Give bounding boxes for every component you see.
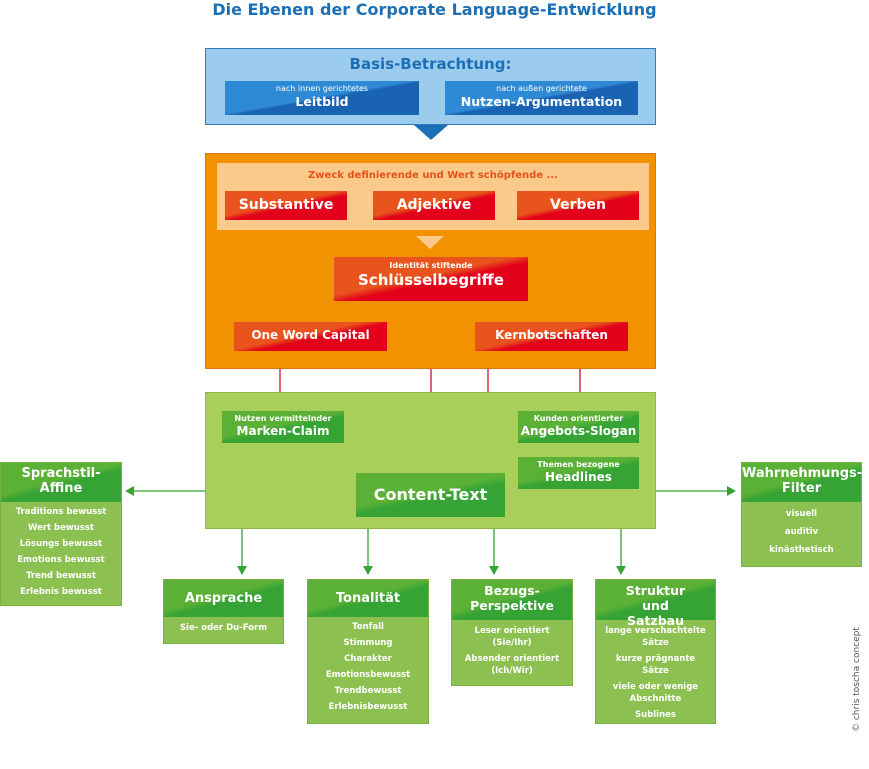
list-item: Sublines: [635, 710, 676, 720]
angebots-slogan-box: Kunden orientierter Angebots-Slogan: [518, 411, 639, 443]
one-word-capital-box: One Word Capital: [234, 322, 387, 351]
schluesselbegriffe-subtitle: Identität stiftende: [389, 261, 473, 270]
wahrnehmungs-filter-card: Wahrnehmungs-Filter visuell auditiv kinä…: [741, 462, 862, 567]
sprachstil-title: Sprachstil-Affine: [1, 463, 121, 502]
list-item: Leser orientiert (Sie/Ihr): [474, 626, 550, 648]
list-item: Traditions bewusst: [15, 507, 107, 517]
kernbotschaften-box: Kernbotschaften: [475, 322, 628, 351]
list-item: viele oder wenige Abschnitte: [612, 682, 699, 704]
nutzen-subtitle: nach außen gerichtete: [496, 84, 587, 93]
down-triangle-icon: [416, 236, 444, 249]
struktur-satzbau-title: Struktur und Satzbau: [596, 580, 715, 628]
bezugs-perspektive-items: Leser orientiert (Sie/Ihr) Absender orie…: [452, 620, 572, 679]
struktur-satzbau-card: Struktur und Satzbau lange verschachtelt…: [595, 579, 716, 724]
list-item: Charakter: [344, 654, 392, 664]
list-item: Trendbewusst: [334, 686, 402, 696]
headlines-subtitle: Themen bezogene: [537, 460, 620, 469]
sprachstil-items: Traditions bewusst Wert bewusst Lösungs …: [1, 502, 121, 600]
marken-claim-label: Marken-Claim: [236, 424, 330, 438]
struktur-satzbau-items: lange verschachtelte Sätze kurze prägnan…: [596, 620, 715, 723]
list-item: Tonfall: [352, 622, 384, 632]
verben-box: Verben: [517, 191, 639, 220]
sprachstil-card: Sprachstil-Affine Traditions bewusst Wer…: [0, 462, 122, 606]
diagram-title: Die Ebenen der Corporate Language-Entwic…: [212, 0, 657, 19]
marken-claim-box: Nutzen vermittelnder Marken-Claim: [222, 411, 344, 443]
list-item: Wert bewusst: [28, 523, 94, 533]
list-item: Emotions bewusst: [17, 555, 105, 565]
ansprache-items: Sie- oder Du-Form: [164, 617, 283, 636]
down-triangle-icon: [414, 125, 448, 140]
list-item: Erlebnisbewusst: [328, 702, 408, 712]
leitbild-subtitle: nach innen gerichtetes: [275, 84, 369, 93]
tonalitaet-card: Tonalität Tonfall Stimmung Charakter Emo…: [307, 579, 429, 724]
list-item: Erlebnis bewusst: [20, 587, 102, 597]
list-item: kurze prägnante Sätze: [615, 654, 696, 676]
list-item: Absender orientiert (Ich/Wir): [464, 654, 560, 676]
headlines-label: Headlines: [545, 470, 612, 484]
list-item: Trend bewusst: [26, 571, 96, 581]
adjektive-box: Adjektive: [373, 191, 495, 220]
schluesselbegriffe-label: Schlüsselbegriffe: [358, 271, 504, 289]
list-item: Sie- oder Du-Form: [179, 623, 268, 633]
nutzen-label: Nutzen-Argumentation: [460, 94, 623, 109]
leitbild-box: nach innen gerichtetes Leitbild: [225, 81, 419, 115]
list-item: auditiv: [784, 527, 819, 537]
leitbild-label: Leitbild: [295, 94, 349, 109]
bezugs-perspektive-title: Bezugs-Perspektive: [452, 580, 572, 620]
headlines-box: Themen bezogene Headlines: [518, 457, 639, 489]
schluesselbegriffe-box: Identität stiftende Schlüsselbegriffe: [334, 257, 528, 301]
credit-text: © chris toscha concept: [852, 627, 862, 732]
angebots-slogan-label: Angebots-Slogan: [520, 424, 637, 438]
list-item: Stimmung: [343, 638, 393, 648]
list-item: Lösungs bewusst: [19, 539, 103, 549]
list-item: Emotionsbewusst: [325, 670, 411, 680]
wahrnehmungs-filter-title: Wahrnehmungs-Filter: [742, 463, 862, 502]
bezugs-perspektive-card: Bezugs-Perspektive Leser orientiert (Sie…: [451, 579, 573, 686]
basis-heading: Basis-Betrachtung:: [349, 55, 512, 73]
list-item: visuell: [785, 509, 818, 519]
green-arrows: [132, 490, 728, 566]
word-types-heading: Zweck definierende und Wert schöpfende .…: [308, 170, 558, 181]
list-item: kinästhetisch: [769, 545, 834, 555]
marken-claim-subtitle: Nutzen vermittelnder: [234, 414, 332, 423]
ansprache-card: Ansprache Sie- oder Du-Form: [163, 579, 284, 644]
nutzen-argumentation-box: nach außen gerichtete Nutzen-Argumentati…: [445, 81, 638, 115]
tonalitaet-title: Tonalität: [308, 580, 428, 617]
tonalitaet-items: Tonfall Stimmung Charakter Emotionsbewus…: [308, 617, 428, 715]
content-text-box: Content-Text: [356, 473, 505, 517]
wahrnehmungs-filter-items: visuell auditiv kinästhetisch: [742, 502, 861, 559]
angebots-slogan-subtitle: Kunden orientierter: [533, 414, 624, 423]
ansprache-title: Ansprache: [164, 580, 283, 617]
substantive-box: Substantive: [225, 191, 347, 220]
list-item: lange verschachtelte Sätze: [605, 626, 706, 648]
